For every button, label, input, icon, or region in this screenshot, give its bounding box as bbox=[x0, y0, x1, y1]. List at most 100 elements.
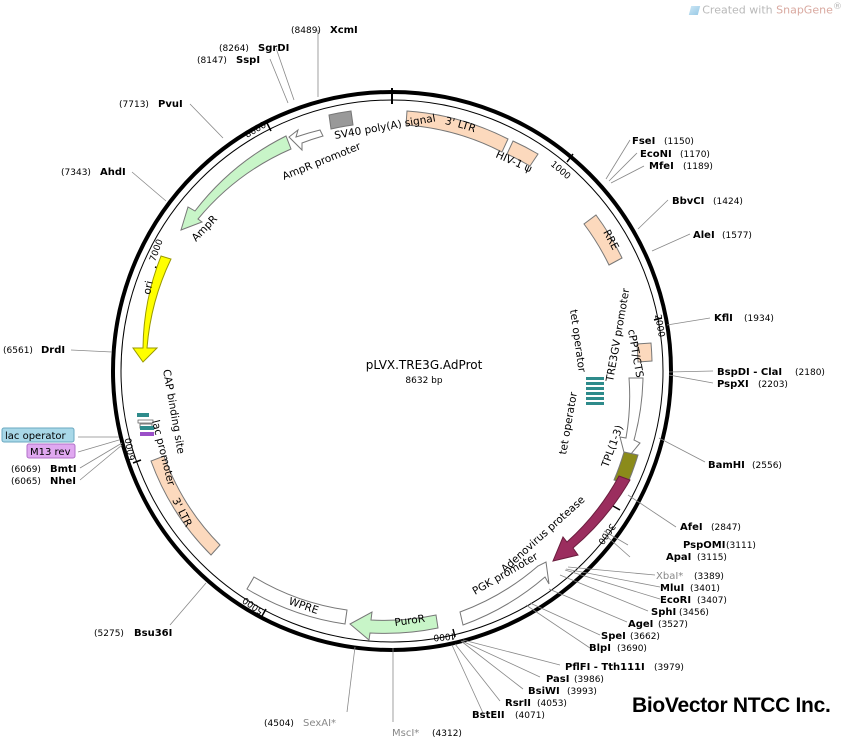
feature-ampr bbox=[180, 135, 292, 231]
site-pos-rsrii: (4053) bbox=[537, 699, 567, 709]
site-pos-msci: (4312) bbox=[432, 729, 462, 738]
site-pos-pspomi: (3111) bbox=[726, 541, 756, 551]
site-pos-pasi: (3986) bbox=[574, 675, 604, 685]
site-pvui: PvuI bbox=[158, 99, 183, 110]
site-bspdi-clai: BspDI - ClaI bbox=[717, 367, 782, 378]
site-mfei: MfeI bbox=[649, 161, 674, 172]
site-pos-bsu36i: (5275) bbox=[94, 629, 124, 639]
site-pos-bmti: (6069) bbox=[11, 465, 41, 475]
feature-ampr-promoter bbox=[288, 128, 324, 152]
primer-m13-rev-box bbox=[26, 443, 76, 459]
site-bamhi: BamHI bbox=[708, 460, 745, 471]
site-agei: AgeI bbox=[628, 619, 653, 630]
feature-sv40 bbox=[328, 110, 354, 130]
site-pos-bsteii: (4071) bbox=[515, 711, 545, 721]
feature-tre3g-promoter bbox=[619, 377, 644, 462]
site-spei: SpeI bbox=[601, 631, 626, 642]
site-pos-ahdi: (7343) bbox=[61, 168, 91, 178]
site-pos-afei: (2847) bbox=[711, 523, 741, 533]
site-pos-fsei: (1150) bbox=[664, 137, 694, 147]
feature-puror bbox=[349, 611, 439, 641]
tet-operator-boxes bbox=[586, 377, 604, 405]
label-ampr-promoter: AmpR promoter bbox=[281, 140, 363, 183]
site-pflfi: PflFI - Tth111I bbox=[565, 662, 645, 673]
site-labels: (8489) XcmI (8264) SgrDI (8147) SspI (77… bbox=[3, 25, 825, 738]
site-msci: MscI* bbox=[392, 728, 419, 738]
feature-rre bbox=[583, 214, 623, 266]
plasmid-size: 8632 bp bbox=[405, 376, 443, 386]
primer-m13-rev: M13 rev bbox=[30, 447, 71, 458]
tick-1000: 1000 bbox=[548, 160, 572, 183]
site-pos-bbvci: (1424) bbox=[713, 197, 743, 207]
biovector-brand: BioVector NTCC Inc. bbox=[632, 694, 831, 717]
feature-wpre bbox=[246, 576, 348, 625]
site-kfli: KflI bbox=[714, 313, 733, 324]
site-pspxi: PspXI bbox=[717, 379, 749, 390]
site-pos-econi: (1170) bbox=[680, 150, 710, 160]
site-pos-alei: (1577) bbox=[722, 231, 752, 241]
site-pos-mfei: (1189) bbox=[683, 162, 713, 172]
site-bsteii: BstEII bbox=[472, 710, 505, 721]
label-tet-operator-2: tet operator bbox=[557, 391, 580, 456]
site-ecori: EcoRI bbox=[660, 595, 691, 606]
site-afei: AfeI bbox=[680, 522, 703, 533]
site-pos-ecori: (3407) bbox=[697, 596, 727, 606]
feature-hiv-psi bbox=[506, 140, 539, 167]
snapgene-credit: Created with SnapGene® bbox=[689, 1, 842, 17]
site-nhei: NheI bbox=[50, 476, 76, 487]
site-xcmi: XcmI bbox=[330, 25, 358, 36]
site-pos-bsiwi: (3993) bbox=[567, 687, 597, 697]
site-pos-nhei: (6065) bbox=[11, 477, 41, 487]
primer-boxes: lac operator M13 rev bbox=[1, 427, 76, 459]
primer-lac-operator-box bbox=[1, 427, 75, 443]
site-pos-apai: (3115) bbox=[697, 553, 727, 563]
site-pos-spei: (3662) bbox=[630, 632, 660, 642]
site-sspi: SspI bbox=[236, 55, 260, 66]
site-pos-pflfi: (3979) bbox=[654, 663, 684, 673]
site-econi: EcoNI bbox=[640, 149, 672, 160]
feature-ltr-5 bbox=[405, 110, 509, 153]
site-pos-pvui: (7713) bbox=[119, 100, 149, 110]
site-pos-bamhi: (2556) bbox=[752, 461, 782, 471]
site-pos-sexai: (4504) bbox=[264, 719, 294, 729]
site-rsrii: RsrII bbox=[505, 698, 531, 709]
site-fsei: FseI bbox=[632, 136, 655, 147]
feature-adprot bbox=[552, 475, 631, 562]
site-xbai: XbaI* bbox=[656, 571, 683, 582]
site-bbvci: BbvCI bbox=[672, 196, 704, 207]
site-bsiwi: BsiWI bbox=[528, 686, 560, 697]
site-pos-agei: (3527) bbox=[658, 620, 688, 630]
site-pos-sgrdi: (8264) bbox=[219, 44, 249, 54]
site-drdi: DrdI bbox=[41, 345, 65, 356]
site-pos-blpi: (3690) bbox=[617, 644, 647, 654]
site-apai: ApaI bbox=[666, 552, 691, 563]
feature-pgk-promoter bbox=[459, 561, 550, 626]
site-pos-xbai: (3389) bbox=[694, 572, 724, 582]
tick-6000: 6000 bbox=[124, 437, 138, 462]
site-pspomi: PspOMI bbox=[683, 540, 725, 551]
site-bmti: BmtI bbox=[50, 464, 77, 475]
feature-ori bbox=[132, 255, 172, 363]
feature-cppt bbox=[636, 342, 653, 363]
site-pasi: PasI bbox=[546, 674, 569, 685]
site-leaders bbox=[70, 30, 714, 722]
site-pos-sspi: (8147) bbox=[197, 56, 227, 66]
site-pos-mlui: (3401) bbox=[690, 584, 720, 594]
site-pos-pspxi: (2203) bbox=[758, 380, 788, 390]
site-sexai: SexAI* bbox=[303, 718, 336, 729]
site-sgrdi: SgrDI bbox=[258, 43, 289, 54]
lac-cap-boxes bbox=[137, 413, 154, 436]
plasmid-name: pLVX.TRE3G.AdProt bbox=[365, 358, 483, 372]
snapgene-logo-icon bbox=[689, 5, 701, 15]
primer-lac-operator: lac operator bbox=[5, 431, 66, 442]
site-blpi: BlpI bbox=[589, 643, 611, 654]
tick-8000: 8000 bbox=[244, 120, 269, 140]
site-ahdi: AhdI bbox=[100, 167, 126, 178]
site-pos-sphi: (3456) bbox=[679, 608, 709, 618]
site-sphi: SphI bbox=[651, 607, 676, 618]
site-pos-bspdi-clai: (2180) bbox=[795, 368, 825, 378]
feature-ltr-3 bbox=[150, 455, 221, 556]
site-pos-drdi: (6561) bbox=[3, 346, 33, 356]
features bbox=[132, 110, 653, 641]
